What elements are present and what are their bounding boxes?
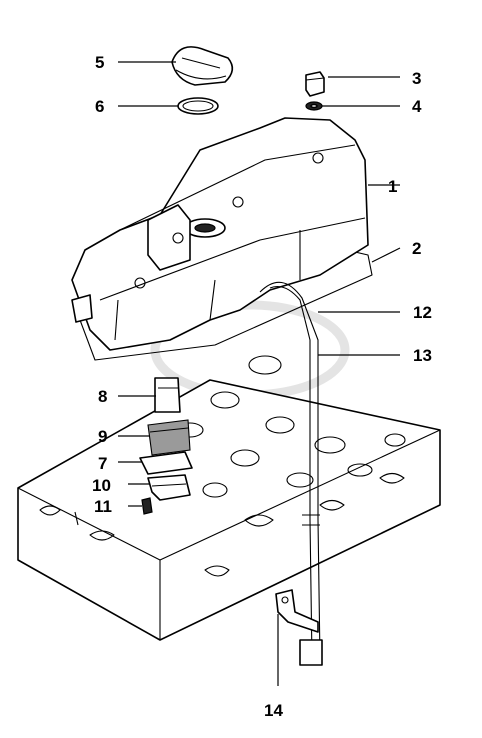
callout-9: 9 <box>98 427 107 446</box>
callout-8: 8 <box>98 387 107 406</box>
callout-3: 3 <box>412 69 421 88</box>
callout-11: 11 <box>94 497 112 516</box>
cover-cap-nut <box>305 71 325 97</box>
filler-cap-o-ring <box>177 97 219 115</box>
breather-hose <box>259 281 323 666</box>
leader-lines <box>118 61 401 686</box>
cylinder-head <box>17 355 441 641</box>
callout-12: 12 <box>413 303 432 322</box>
callout-10: 10 <box>92 476 111 495</box>
callout-13: 13 <box>413 346 432 365</box>
hose-clip-bracket <box>275 589 319 633</box>
callout-6: 6 <box>95 97 104 116</box>
callout-2: 2 <box>412 239 421 258</box>
sealing-washer <box>305 101 323 111</box>
callout-5: 5 <box>95 53 104 72</box>
callout-1: 1 <box>388 177 397 196</box>
injector-bracket <box>154 377 181 413</box>
callout-labels: 1 2 3 4 5 6 7 8 9 10 11 12 13 14 <box>92 53 432 720</box>
injector-holder <box>147 474 191 501</box>
injector-clamp-plate <box>139 451 193 475</box>
injector-body <box>147 419 191 456</box>
callout-7: 7 <box>98 454 107 473</box>
injector-stud <box>141 497 153 515</box>
oil-filler-cap <box>171 46 234 86</box>
callout-14: 14 <box>264 701 283 720</box>
valve-cover <box>71 117 369 351</box>
callout-4: 4 <box>412 97 422 116</box>
